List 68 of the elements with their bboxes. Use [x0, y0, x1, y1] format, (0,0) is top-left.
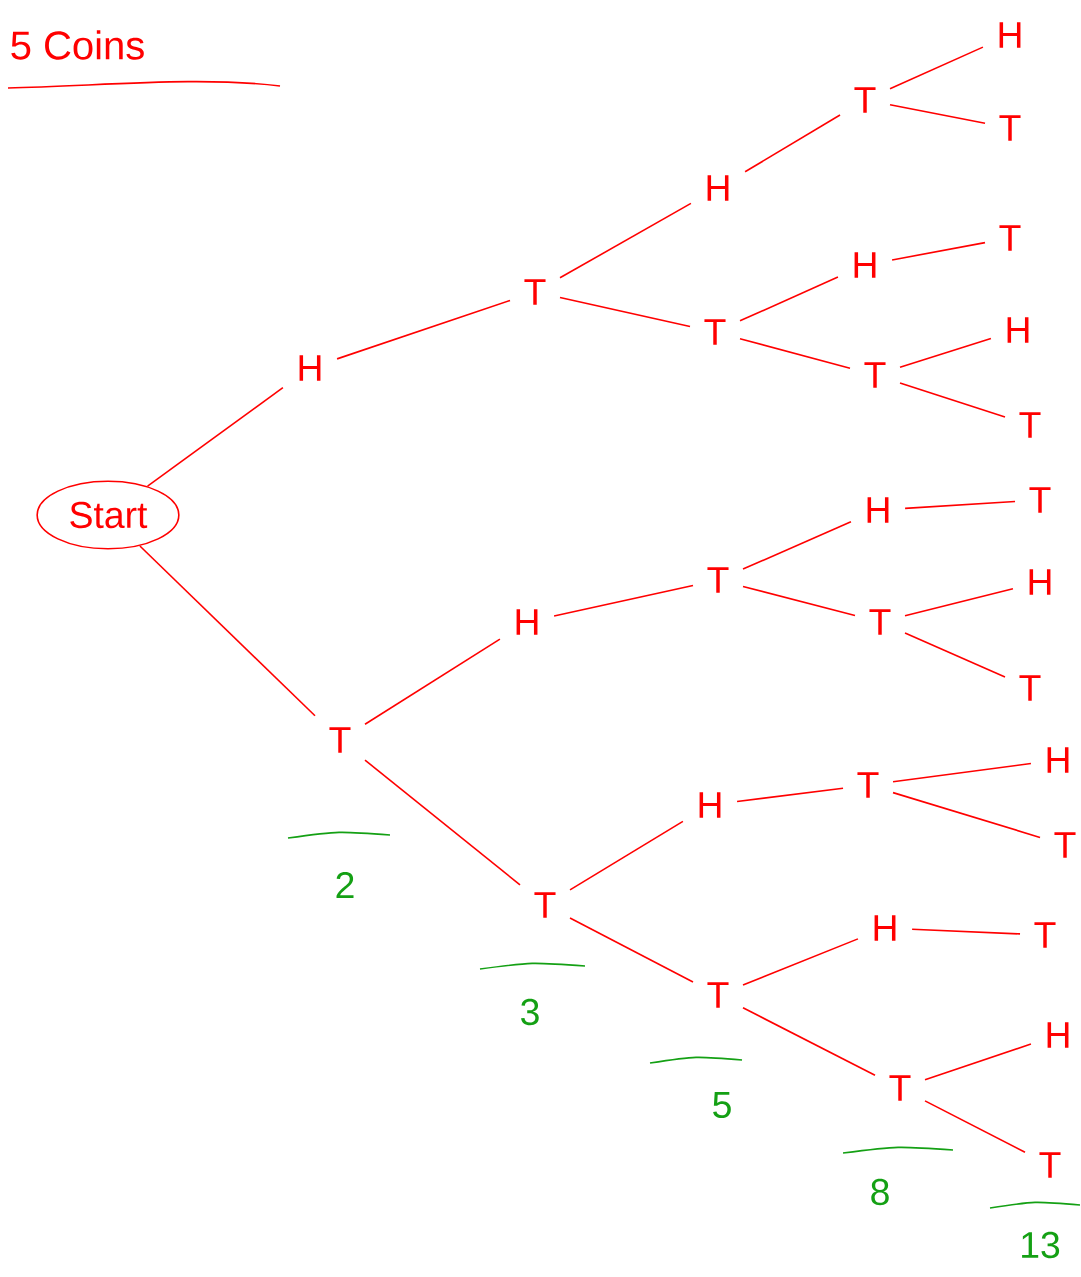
branch-line — [889, 104, 986, 124]
outcome-letter: H — [1047, 747, 1069, 773]
outcome-letter: T — [869, 609, 891, 635]
branch-line — [336, 299, 511, 360]
outcome-letter: H — [707, 175, 729, 201]
count-label: 5 — [649, 1056, 743, 1119]
outcome-letter: T — [1039, 1152, 1061, 1178]
count-label: 13 — [989, 1201, 1081, 1259]
branch-line — [892, 791, 1041, 839]
outcome-letter: T — [707, 567, 729, 593]
title: 5 Coins — [7, 30, 281, 89]
outcome-letter: T — [999, 225, 1021, 251]
outcome-letter: T — [707, 982, 729, 1008]
outcome-letter: H — [867, 497, 889, 523]
outcome-letter: T — [1034, 922, 1056, 948]
outcome-letter: H — [1007, 317, 1029, 343]
outcome-letter: T — [854, 87, 876, 113]
outcome-letter: T — [999, 115, 1021, 141]
outcome-letter: H — [1047, 1022, 1069, 1048]
branch-line — [146, 386, 284, 487]
branch-line — [744, 114, 841, 173]
branch-line — [904, 500, 1016, 510]
branch-line — [559, 296, 691, 328]
count-label: 8 — [842, 1146, 954, 1206]
outcome-letter: H — [999, 22, 1021, 48]
branch-line — [569, 917, 694, 983]
branch-line — [899, 337, 992, 368]
count-label: 2 — [287, 831, 391, 899]
outcome-letter: H — [299, 355, 321, 381]
outcome-letter: T — [524, 279, 546, 305]
branch-line — [364, 638, 501, 726]
branch-line — [364, 759, 521, 886]
outcome-letter: T — [889, 1075, 911, 1101]
branch-line — [904, 632, 1006, 678]
outcome-letter: H — [699, 792, 721, 818]
outcome-letter: T — [1019, 412, 1041, 438]
branch-line — [553, 584, 694, 617]
branch-line — [924, 1043, 1032, 1081]
branch-line — [904, 587, 1014, 617]
branch-line — [739, 276, 839, 322]
outcome-letter: H — [516, 609, 538, 635]
branch-line — [736, 787, 844, 803]
branch-line — [742, 585, 856, 617]
count-label: 3 — [479, 962, 586, 1026]
branch-line — [742, 1007, 876, 1077]
branch-line — [739, 337, 851, 370]
branch-line — [891, 241, 986, 261]
outcome-letter: T — [1029, 487, 1051, 513]
outcome-letter: T — [534, 892, 556, 918]
outcome-letter: T — [1019, 675, 1041, 701]
outcome-letter: T — [857, 772, 879, 798]
branch-line — [911, 928, 1021, 935]
outcome-letter: H — [874, 915, 896, 941]
outcome-letter: H — [854, 252, 876, 278]
branch-line — [569, 820, 684, 891]
branch-line — [924, 1100, 1026, 1153]
branch-line — [899, 382, 1006, 418]
outcome-letter: T — [1054, 832, 1076, 858]
outcome-letter: T — [329, 727, 351, 753]
branch-line — [742, 938, 859, 986]
branch-line — [892, 762, 1032, 783]
outcome-letter: H — [1029, 569, 1051, 595]
outcome-letter: T — [704, 319, 726, 345]
branch-line — [742, 521, 852, 570]
branch-line — [139, 545, 316, 717]
branch-line — [889, 46, 984, 90]
branch-line — [559, 202, 692, 279]
outcome-letter: T — [864, 362, 886, 388]
